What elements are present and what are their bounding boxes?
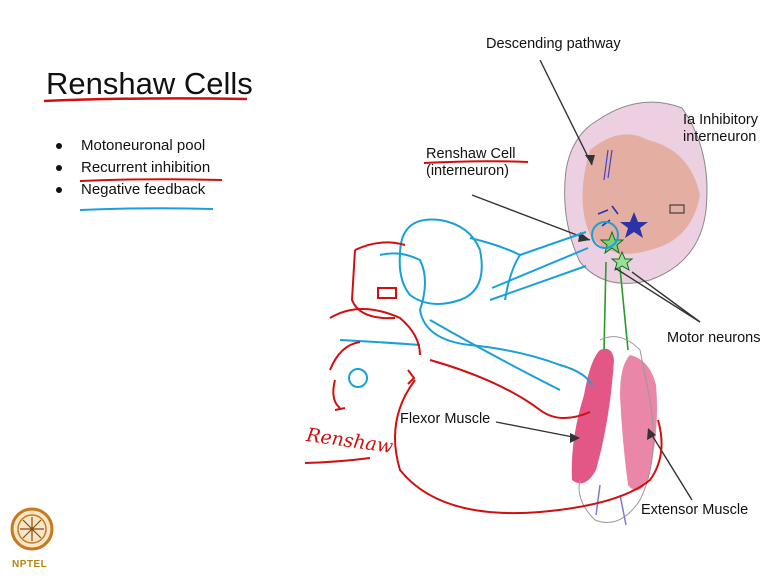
title-underline [44,98,247,101]
label-renshaw-cell-line2: (interneuron) [426,163,515,180]
label-ia-inhibitory: Ia Inhibitory interneuron [683,112,758,146]
blue-sketch [340,219,592,390]
negative-underline [80,208,213,210]
label-renshaw-cell-line1: Renshaw Cell [426,146,515,163]
label-descending-pathway: Descending pathway [486,36,621,53]
arrow-motor-2 [632,272,700,322]
label-motor-neurons: Motor neurons [667,330,761,347]
label-extensor-muscle: Extensor Muscle [641,502,748,519]
arrow-descending [540,60,592,165]
extensor-muscle [620,355,657,490]
nptel-logo-text: NPTEL [12,559,47,570]
label-renshaw-cell: Renshaw Cell (interneuron) [426,146,515,180]
label-ia-inhibitory-line1: Ia Inhibitory [683,112,758,129]
recurrent-underline [80,179,222,181]
arrow-flexor [496,422,578,438]
label-ia-inhibitory-line2: interneuron [683,129,758,146]
label-flexor-muscle: Flexor Muscle [400,411,490,428]
arrow-extensor [650,432,692,500]
